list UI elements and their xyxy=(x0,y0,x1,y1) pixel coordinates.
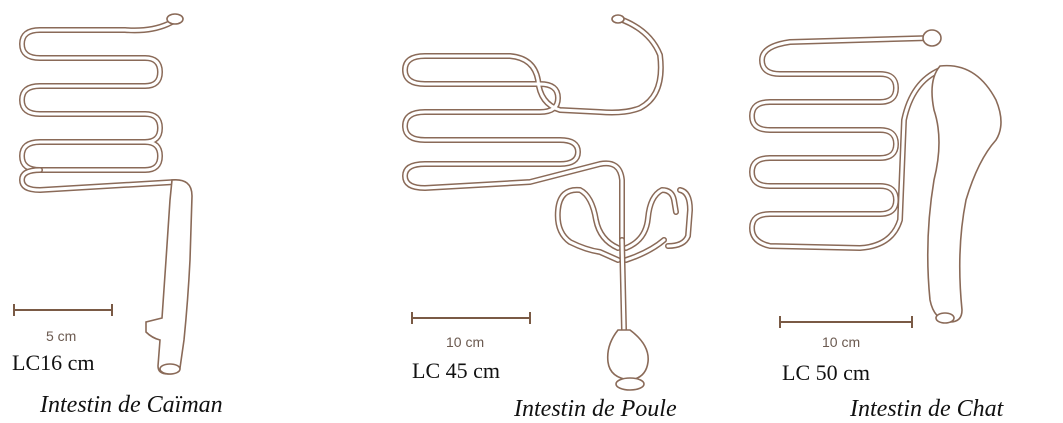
caiman-coil xyxy=(22,19,178,170)
name-label-caiman: Intestin de Caïman xyxy=(40,392,223,419)
length-label-chat: LC 50 cm xyxy=(782,360,870,386)
caiman-colon xyxy=(146,180,192,374)
chat-coil xyxy=(752,38,940,248)
poule-cloaca xyxy=(608,330,648,380)
name-label-poule: Intestin de Poule xyxy=(514,396,677,423)
chat-intestine xyxy=(752,30,1001,323)
scale-label-caiman: 5 cm xyxy=(46,328,76,344)
length-label-poule: LC 45 cm xyxy=(412,358,500,384)
scale-label-chat: 10 cm xyxy=(822,334,860,350)
caiman-intestine xyxy=(22,14,192,374)
scale-label-poule: 10 cm xyxy=(446,334,484,350)
name-label-chat: Intestin de Chat xyxy=(850,396,1003,423)
length-label-caiman: LC16 cm xyxy=(12,350,95,376)
scale-bar-caiman xyxy=(14,304,112,316)
scale-bar-poule xyxy=(412,312,530,324)
chat-colon xyxy=(928,66,1001,322)
scale-bar-chat xyxy=(780,316,912,328)
